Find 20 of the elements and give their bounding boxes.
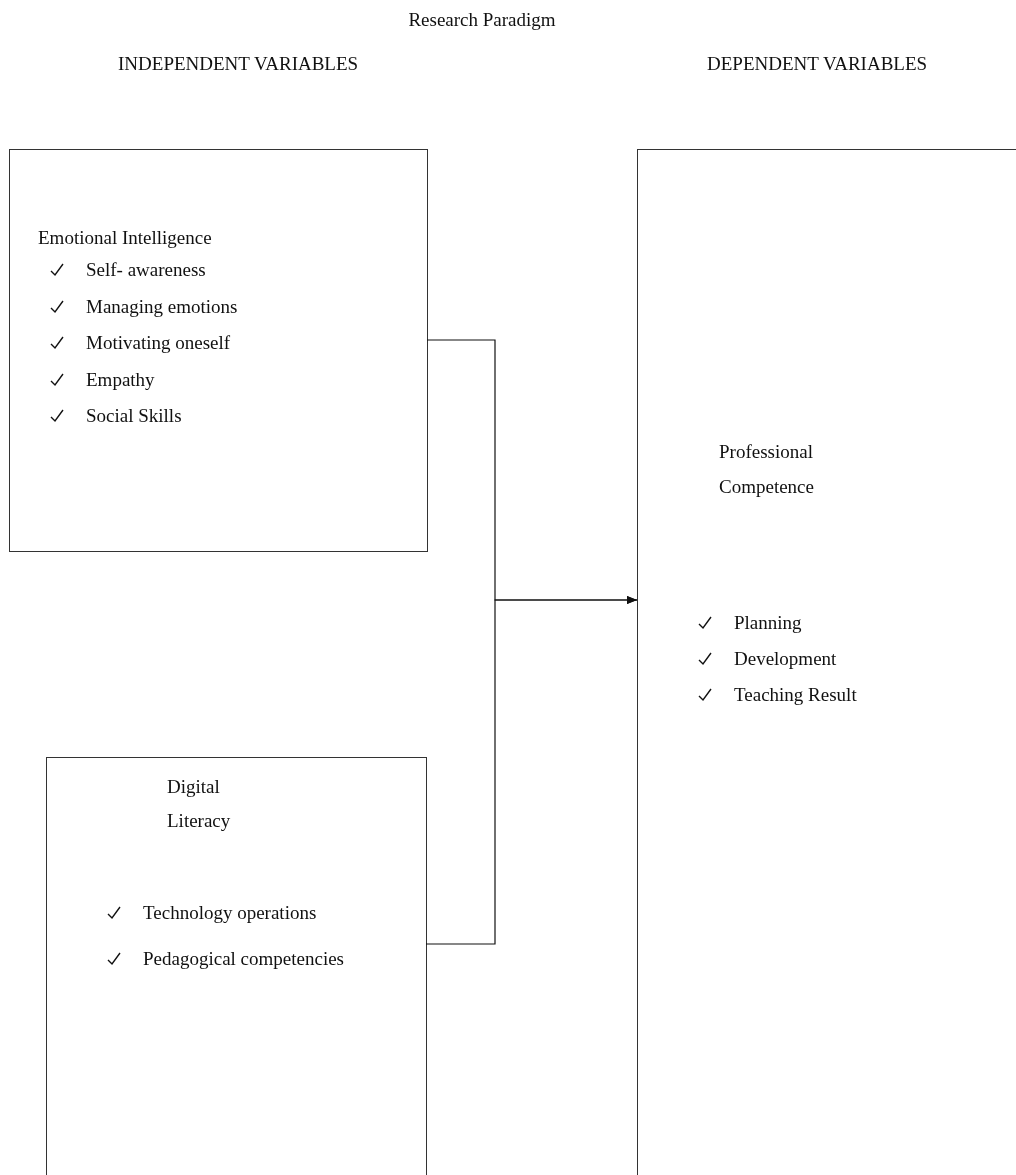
column-heading: INDEPENDENT VARIABLES	[118, 52, 359, 76]
list-item: Technology operations	[143, 901, 317, 925]
list-item: Empathy	[86, 367, 155, 392]
column-heading: DEPENDENT VARIABLES	[707, 52, 928, 76]
list-item: Development	[734, 647, 837, 671]
box-heading: Emotional Intelligence	[38, 226, 213, 250]
variable-box	[637, 149, 1016, 1175]
list-item: Planning	[734, 611, 802, 635]
diagram-title: Research Paradigm	[407, 8, 557, 32]
list-item: Teaching Result	[734, 683, 857, 707]
list-item: Pedagogical competencies	[143, 947, 344, 971]
variable-box	[9, 149, 428, 552]
list-item: Self- awareness	[86, 258, 206, 282]
box-heading: Professional Competence	[719, 440, 815, 499]
list-item: Social Skills	[86, 404, 182, 428]
list-item: Managing emotions	[86, 294, 238, 319]
list-item: Motivating oneself	[86, 331, 231, 355]
variable-box	[46, 757, 427, 1175]
connector-arrow	[425, 596, 638, 945]
box-heading: Digital Literacy	[167, 775, 232, 833]
